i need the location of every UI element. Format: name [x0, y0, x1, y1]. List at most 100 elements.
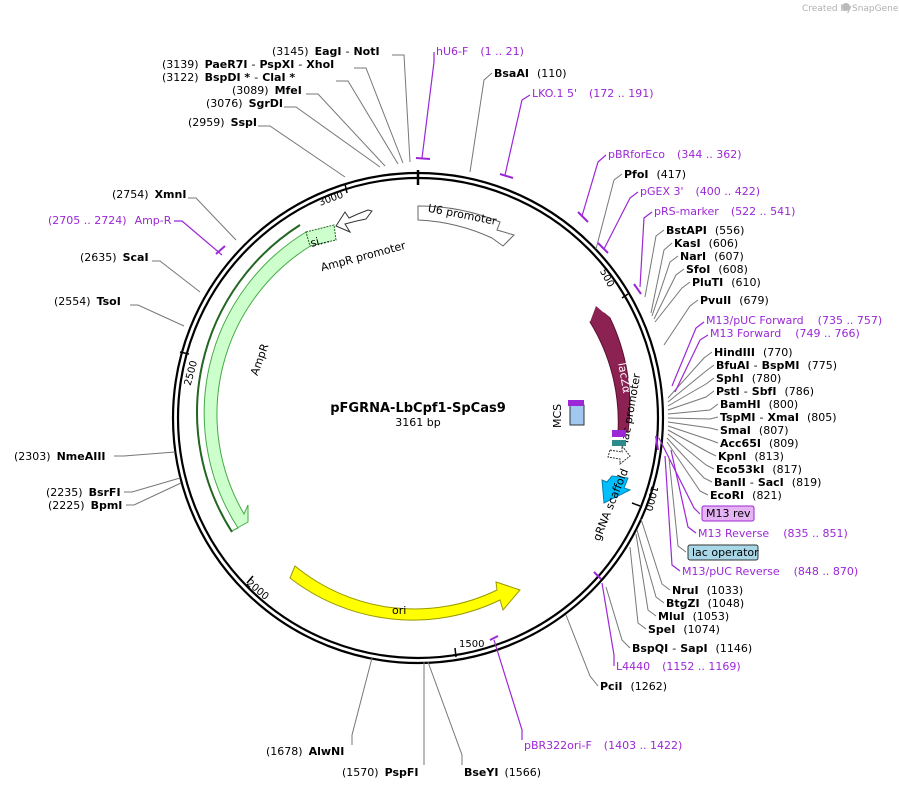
svg-text:BseYI(1566): BseYI(1566): [464, 766, 541, 779]
primer-pgex-3[interactable]: pGEX 3'(400 .. 422): [597, 185, 760, 254]
svg-text:hU6-F(1 .. 21): hU6-F(1 .. 21): [436, 45, 524, 58]
svg-text:HindIII(770): HindIII(770): [714, 346, 793, 359]
svg-text:BanII-SacI(819): BanII-SacI(819): [714, 476, 821, 489]
scale-tick-1500: 1500: [454, 639, 484, 658]
svg-text:AmpR: AmpR: [248, 342, 272, 378]
svg-text:M13 Reverse(835 .. 851): M13 Reverse(835 .. 851): [698, 527, 848, 540]
site-mfei[interactable]: (3089)MfeI: [232, 84, 386, 167]
primer-m13-rev[interactable]: M13 rev: [655, 435, 755, 522]
svg-text:BfuAI-BspMI(775): BfuAI-BspMI(775): [716, 359, 837, 372]
svg-text:(2705 .. 2724)Amp-R: (2705 .. 2724)Amp-R: [48, 214, 172, 227]
svg-text:AmpR promoter: AmpR promoter: [319, 239, 407, 274]
snapgene-logo-icon: [842, 3, 850, 11]
site-kasi[interactable]: KasI(606): [650, 237, 738, 314]
credit-text: Created by: [802, 4, 852, 14]
site-eco53ki[interactable]: Eco53kI(817): [667, 433, 802, 476]
site-scai[interactable]: (2635)ScaI: [80, 251, 201, 293]
site-bpmi[interactable]: (2225)BpmI: [48, 482, 182, 512]
site-psti-sbfi[interactable]: PstI-SbfI(786): [667, 385, 814, 411]
svg-text:SphI(780): SphI(780): [716, 372, 781, 385]
primer-l4440[interactable]: L4440(1152 .. 1169): [593, 571, 741, 673]
feature-ori[interactable]: ori: [289, 565, 521, 621]
svg-text:pRS-marker(522 .. 541): pRS-marker(522 .. 541): [654, 205, 795, 218]
site-nari[interactable]: NarI(607): [651, 250, 744, 317]
site-paer7i-pspxi-xhoi[interactable]: (3139)PaeR7I-PspXI-XhoI: [162, 58, 404, 164]
site-pvuii[interactable]: PvuII(679): [663, 294, 769, 346]
feature-u6-promoter[interactable]: U6 promoter: [417, 202, 515, 247]
primer-m13-puc-reverse[interactable]: M13/pUC Reverse(848 .. 870): [664, 455, 858, 578]
svg-text:M13/pUC Reverse(848 .. 870): M13/pUC Reverse(848 .. 870): [682, 565, 858, 578]
svg-text:ori: ori: [392, 604, 406, 617]
primer-pbr322ori-f[interactable]: pBR322ori-F(1403 .. 1422): [489, 635, 682, 752]
plasmid-size: 3161 bp: [395, 416, 440, 429]
site-kpni[interactable]: KpnI(813): [667, 429, 784, 463]
site-spei[interactable]: SpeI(1074): [629, 546, 720, 636]
site-bamhi[interactable]: BamHI(800): [667, 398, 798, 415]
svg-text:(2959)SspI: (2959)SspI: [188, 116, 257, 129]
svg-text:lacZα: lacZα: [615, 362, 633, 394]
svg-text:BsaAI(110): BsaAI(110): [494, 67, 567, 80]
site-ecori[interactable]: EcoRI(821): [666, 441, 782, 502]
site-btgzi[interactable]: BtgZI(1048): [636, 529, 744, 610]
site-bspdi-clai[interactable]: (3122)BspDI *-ClaI *: [162, 71, 399, 165]
site-pfoi[interactable]: PfoI(417): [595, 168, 686, 250]
primer-m13-forward[interactable]: M13 Forward(749 .. 766): [674, 327, 860, 393]
site-pcii[interactable]: PciI(1262): [565, 614, 667, 693]
site-tsoi[interactable]: (2554)TsoI: [54, 295, 185, 327]
feature-ampr-promoter[interactable]: AmpR promoter: [319, 209, 408, 274]
site-tspmi-xmai[interactable]: TspMI-XmaI(805): [667, 411, 837, 424]
primer-lko1-5[interactable]: LKO.1 5'(172 .. 191): [499, 87, 654, 179]
primer-hu6-f[interactable]: hU6-F(1 .. 21): [415, 45, 524, 160]
site-bseyi[interactable]: BseYI(1566): [427, 661, 541, 779]
site-bfuai-bspmi[interactable]: BfuAI-BspMI(775): [667, 359, 837, 403]
site-bsaai[interactable]: BsaAI(110): [469, 67, 567, 173]
svg-text:(3089)MfeI: (3089)MfeI: [232, 84, 302, 97]
site-sphi[interactable]: SphI(780): [667, 372, 781, 407]
svg-text:pBRforEco(344 .. 362): pBRforEco(344 .. 362): [608, 148, 742, 161]
svg-text:LKO.1 5'(172 .. 191): LKO.1 5'(172 .. 191): [532, 87, 654, 100]
svg-text:KasI(606): KasI(606): [674, 237, 738, 250]
site-xmni[interactable]: (2754)XmnI: [112, 188, 237, 241]
primer-amp-r[interactable]: (2705 .. 2724)Amp-R: [48, 214, 226, 256]
svg-text:PciI(1262): PciI(1262): [600, 680, 667, 693]
site-mlui[interactable]: MluI(1053): [635, 533, 729, 623]
svg-text:(2235)BsrFI: (2235)BsrFI: [46, 486, 121, 499]
svg-text:(3076)SgrDI: (3076)SgrDI: [206, 97, 283, 110]
site-bsrfi[interactable]: (2235)BsrFI: [46, 477, 181, 499]
svg-text:M13 Forward(749 .. 766): M13 Forward(749 .. 766): [710, 327, 860, 340]
site-acc65i[interactable]: Acc65I(809): [667, 425, 799, 450]
site-nmeaiii[interactable]: (2303)NmeAIII: [14, 450, 176, 463]
svg-text:SmaI(807): SmaI(807): [720, 424, 789, 437]
svg-text:1500: 1500: [459, 639, 484, 650]
site-pluti[interactable]: PluTI(610): [654, 276, 761, 323]
primer-m13-reverse[interactable]: M13 Reverse(835 .. 851): [670, 449, 848, 540]
feature-grna-scaffold[interactable]: gRNA scaffold: [590, 467, 632, 543]
svg-text:M13 rev: M13 rev: [706, 507, 751, 520]
site-sspi[interactable]: (2959)SspI: [188, 116, 346, 178]
svg-text:M13/pUC Forward(735 .. 757): M13/pUC Forward(735 .. 757): [706, 314, 882, 327]
site-bspqi-sapi[interactable]: BspQI-SapI(1146): [605, 586, 752, 655]
site-bstapi[interactable]: BstAPI(556): [644, 224, 744, 298]
site-smai[interactable]: SmaI(807): [667, 421, 789, 437]
feature-lac-operator[interactable]: lac operator: [668, 457, 759, 561]
svg-text:pBR322ori-F(1403 .. 1422): pBR322ori-F(1403 .. 1422): [524, 739, 682, 752]
svg-text:(2754)XmnI: (2754)XmnI: [112, 188, 186, 201]
site-pspfi[interactable]: (1570)PspFI: [342, 662, 425, 779]
site-nrui[interactable]: NruI(1033): [640, 518, 743, 597]
feature-ampr[interactable]: AmpR: [196, 224, 313, 533]
site-alwni[interactable]: (1678)AlwNI: [266, 657, 373, 758]
svg-text:TspMI-XmaI(805): TspMI-XmaI(805): [720, 411, 837, 424]
svg-text:Eco53kI(817): Eco53kI(817): [716, 463, 802, 476]
svg-text:MCS: MCS: [551, 404, 564, 428]
feature-mcs[interactable]: MCS: [551, 400, 626, 446]
site-hindiii[interactable]: HindIII(770): [667, 346, 793, 399]
site-banii-saci[interactable]: BanII-SacI(819): [666, 437, 821, 489]
feature-signal-peptide[interactable]: si...: [305, 224, 337, 250]
svg-text:(2635)ScaI: (2635)ScaI: [80, 251, 149, 264]
site-sfoi[interactable]: SfoI(608): [653, 263, 748, 320]
primer-m13-puc-forward[interactable]: M13/pUC Forward(735 .. 757): [671, 314, 882, 387]
primer-prs-marker[interactable]: pRS-marker(522 .. 541): [633, 205, 795, 295]
primer-pbrforeco[interactable]: pBRforEco(344 .. 362): [577, 148, 742, 223]
site-eagi-noti[interactable]: (3145)EagI-NotI: [272, 45, 411, 163]
site-sgrdi[interactable]: (3076)SgrDI: [206, 97, 381, 168]
